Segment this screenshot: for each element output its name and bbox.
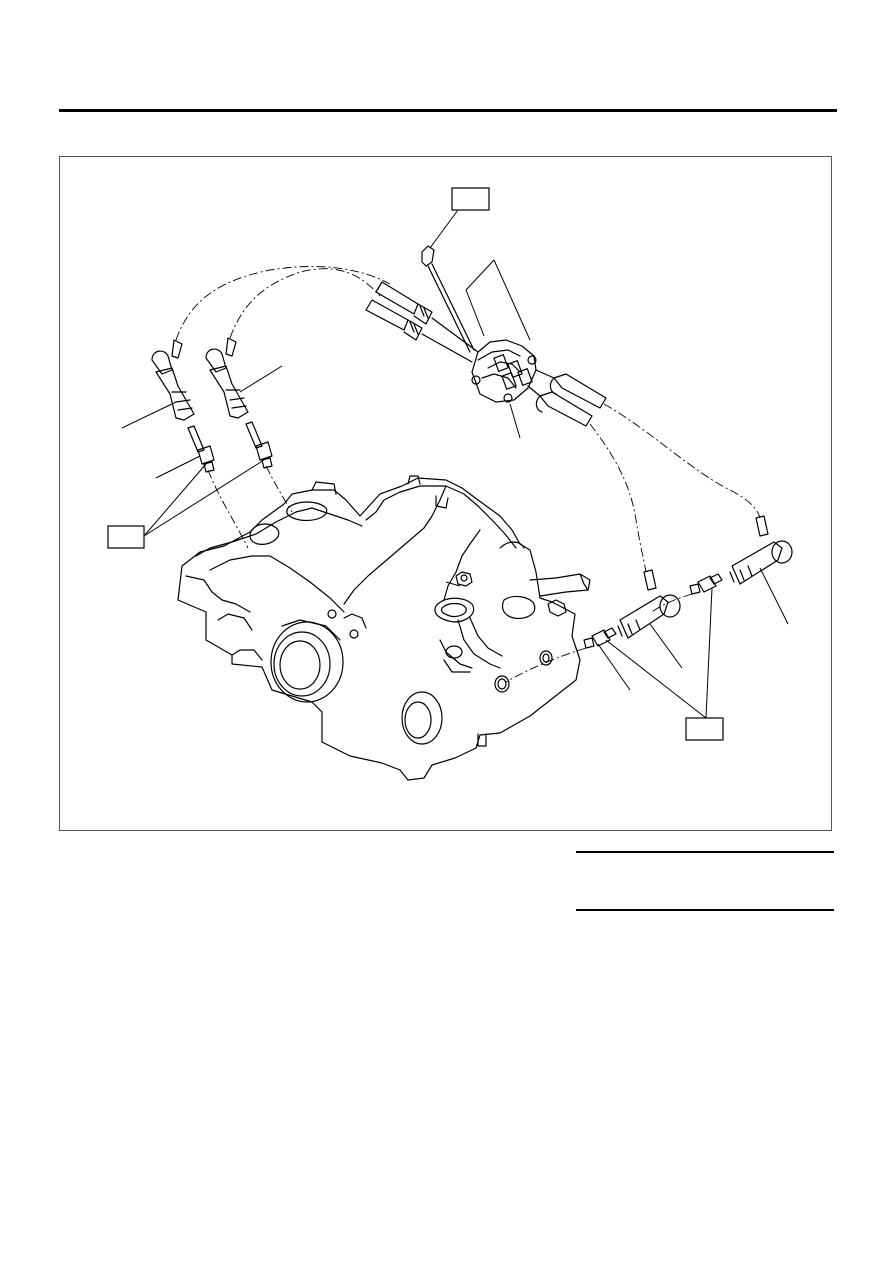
- plug-cord-upper-left: [375, 281, 433, 325]
- ignition-coil-right-1: [617, 569, 681, 639]
- spark-plug-right-2: [689, 573, 723, 595]
- ignition-coil-left-2: [205, 337, 249, 419]
- cam-pulley: [401, 691, 443, 745]
- plug-cord-upper-right: [365, 299, 423, 341]
- plug-cord-right-1: [549, 373, 607, 409]
- legend-rule-bottom: [576, 909, 834, 911]
- legend-rule-top: [576, 851, 834, 853]
- spark-plug-torque-box-right: [685, 717, 724, 741]
- crank-pulley: [270, 619, 344, 703]
- spark-plug-torque-box-left: [107, 525, 145, 549]
- figure-frame: [59, 156, 832, 831]
- cord-routing-lines: [175, 266, 761, 683]
- spark-plug-left-2: [245, 421, 273, 469]
- ignition-coil-right-2: [729, 515, 793, 585]
- header-rule: [59, 109, 837, 112]
- ignition-coil-assembly: [471, 339, 537, 403]
- spark-plug-left-1: [187, 425, 215, 473]
- engine-block: [177, 475, 591, 781]
- plug-cord-right-2: [535, 391, 593, 427]
- coil-bolt: [421, 245, 475, 353]
- leader-lines: [121, 209, 789, 719]
- spark-plug-right-1: [583, 627, 617, 649]
- ignition-coil-left-1: [151, 339, 195, 421]
- bolt-torque-box: [451, 187, 490, 211]
